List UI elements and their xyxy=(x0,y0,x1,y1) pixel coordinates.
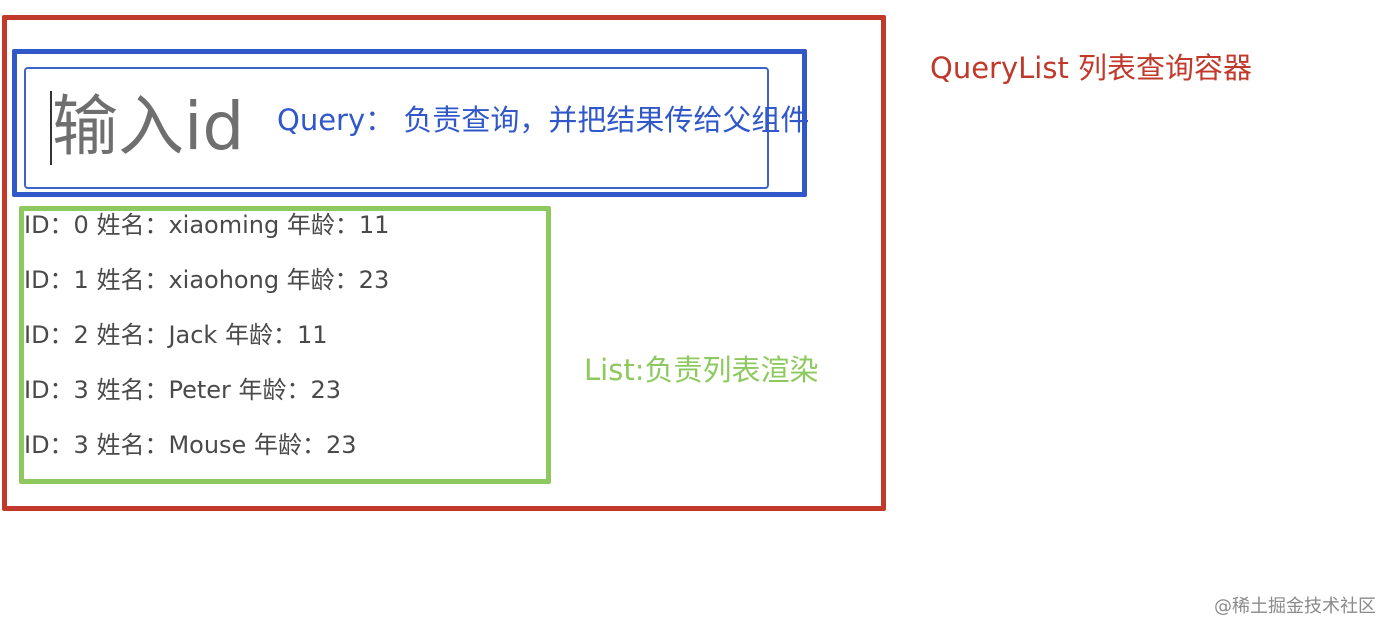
list-item: ID：3 姓名：Mouse 年龄：23 xyxy=(24,431,357,459)
query-component-box xyxy=(12,49,807,197)
result-list: ID：0 姓名：xiaoming 年龄：11 ID：1 姓名：xiaohong … xyxy=(24,207,389,482)
list-item: ID：1 姓名：xiaohong 年龄：23 xyxy=(24,266,390,294)
list-label: List:负责列表渲染 xyxy=(584,353,819,387)
list-component-box xyxy=(19,206,551,484)
text-caret xyxy=(50,91,52,165)
query-label: Query： 负责查询，并把结果传给父组件 xyxy=(277,103,810,137)
list-item: ID：3 姓名：Peter 年龄：23 xyxy=(24,376,342,404)
list-item: ID：2 姓名：Jack 年龄：11 xyxy=(24,321,328,349)
querylist-container-box xyxy=(2,15,886,511)
id-input[interactable]: 输入id xyxy=(24,67,769,189)
watermark: @稀土掘金技术社区 xyxy=(1214,596,1376,617)
id-input-placeholder: 输入id xyxy=(52,88,245,165)
container-label: QueryList 列表查询容器 xyxy=(930,51,1253,85)
list-item: ID：0 姓名：xiaoming 年龄：11 xyxy=(24,211,390,239)
